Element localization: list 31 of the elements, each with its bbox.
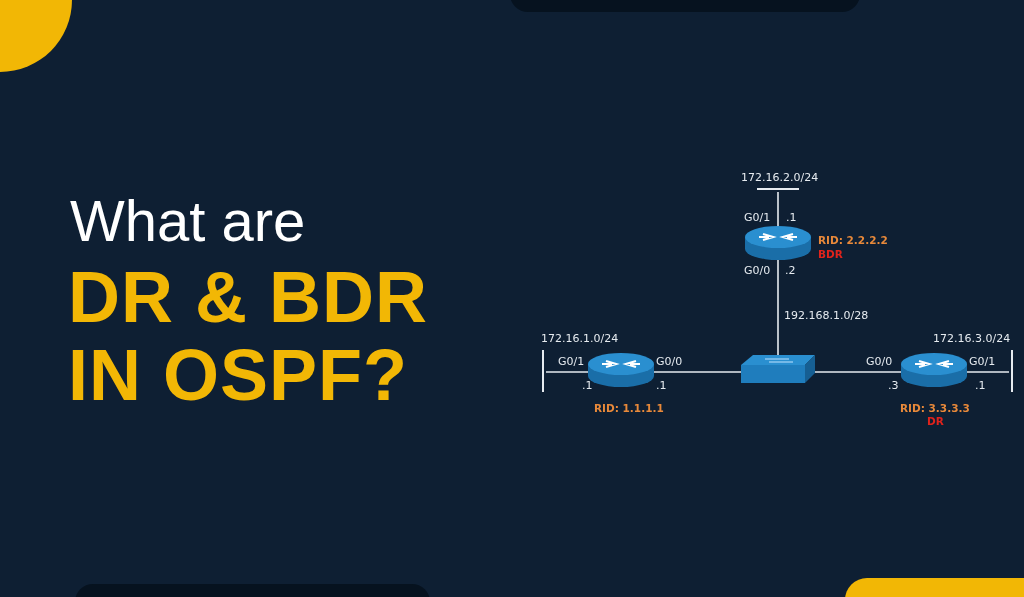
interface-address: .2 [785, 264, 796, 277]
network-link [814, 371, 902, 373]
interface-address: .1 [786, 211, 797, 224]
heading: DR & BDR IN OSPF? [68, 258, 429, 414]
interface-name: G0/1 [969, 355, 996, 368]
interface-name: G0/1 [744, 211, 771, 224]
network-link [777, 259, 779, 356]
network-address: 172.16.1.0/24 [541, 332, 619, 345]
network-link [545, 371, 589, 373]
interface-address: .1 [975, 379, 986, 392]
network-segment [1009, 350, 1015, 392]
network-segment [757, 186, 799, 192]
router-icon [745, 226, 811, 260]
network-link [653, 371, 742, 373]
heading: What are [70, 188, 306, 254]
switch-icon [741, 355, 815, 383]
interface-name: G0/1 [558, 355, 585, 368]
router-id: RID: 1.1.1.1 [594, 402, 664, 415]
network-address: 192.168.1.0/28 [784, 309, 869, 322]
network-address: 172.16.3.0/24 [933, 332, 1011, 345]
router-role: DR [927, 415, 944, 428]
network-link [777, 191, 779, 227]
network-link [966, 371, 1010, 373]
interface-address: .3 [888, 379, 899, 392]
router-icon [901, 353, 967, 387]
network-segment [540, 350, 546, 392]
router-role: BDR [818, 248, 843, 261]
interface-address: .1 [656, 379, 667, 392]
router-id: RID: 2.2.2.2 [818, 234, 888, 247]
interface-address: .1 [582, 379, 593, 392]
router-id: RID: 3.3.3.3 [900, 402, 970, 415]
